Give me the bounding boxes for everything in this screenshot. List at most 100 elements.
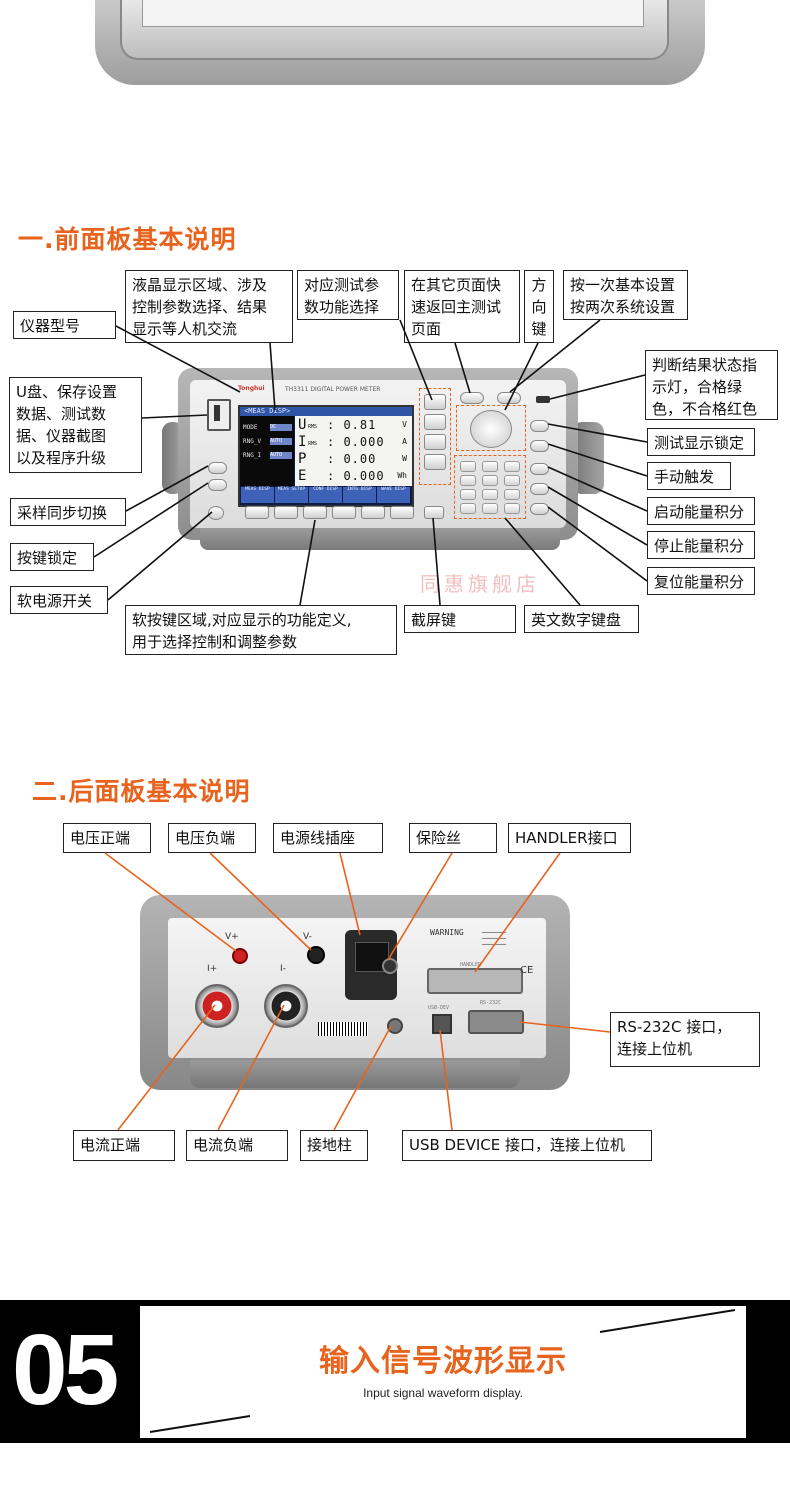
softkey-2[interactable] (274, 506, 298, 519)
callout-key-lock: 按键锁定 (10, 543, 94, 571)
num-key[interactable] (460, 461, 476, 472)
callout-volt-pos: 电压正端 (63, 823, 151, 853)
num-key[interactable] (460, 503, 476, 514)
lcd-row-i: I RMS : 0.000 A (297, 434, 409, 450)
callout-usb-device: USB DEVICE 接口，连接上位机 (402, 1130, 652, 1161)
power-key[interactable] (208, 506, 224, 520)
callout-softkeys: 软按键区域,对应显示的功能定义, 用于选择控制和调整参数 (125, 605, 397, 655)
v-pos-label: V+ (225, 932, 239, 942)
callout-start-integ: 启动能量积分 (647, 497, 755, 525)
callout-judge-led: 判断结果状态指 示灯，合格绿 色，不合格红色 (645, 350, 778, 420)
v-pos-terminal (232, 948, 248, 964)
measure-key-1[interactable] (424, 394, 446, 410)
start-integ-key[interactable] (530, 463, 549, 475)
lcd-symbol: I (298, 434, 307, 450)
callout-model: 仪器型号 (13, 311, 116, 339)
leader-measure (399, 319, 433, 401)
lock-key[interactable] (208, 479, 227, 491)
leader-lock (93, 482, 209, 558)
lcd-row-u: U RMS : 0.81 V (297, 417, 409, 433)
callout-screenshot: 截屏键 (404, 605, 516, 633)
num-key[interactable] (482, 503, 498, 514)
softkey-5[interactable] (361, 506, 385, 519)
callout-trigger: 手动触发 (647, 462, 731, 490)
leader-reset (547, 506, 648, 582)
num-key[interactable] (482, 489, 498, 500)
lcd-header: <MEAS DISP> (240, 407, 412, 416)
callout-sync: 采样同步切换 (10, 498, 126, 526)
reset-integ-key[interactable] (530, 503, 549, 515)
rs232-label: RS-232C (480, 1000, 502, 1006)
lcd-soft-label: WAVE DISP (377, 487, 410, 503)
lcd-row-p: P : 0.00 W (297, 451, 409, 467)
leader-handler (474, 852, 561, 973)
hold-key[interactable] (530, 420, 549, 432)
trigger-key[interactable] (530, 440, 549, 452)
lcd-screen: <MEAS DISP> MODE DC RNG_V AUTO RNG_I AUT… (238, 405, 414, 507)
measure-key-3[interactable] (424, 434, 446, 450)
banner-title: 输入信号波形显示 (319, 1344, 567, 1379)
lcd-left-panel: MODE DC RNG_V AUTO RNG_I AUTO (240, 416, 294, 486)
leader-power (107, 511, 213, 601)
brand-logo: Tonghui (238, 385, 265, 392)
meas-key[interactable] (460, 392, 484, 404)
front-panel-base (200, 528, 560, 550)
callout-handler: HANDLER接口 (508, 823, 631, 853)
measure-keys-box (419, 388, 451, 485)
leader-softkeys (299, 519, 316, 606)
lcd-symbol: U (298, 417, 307, 433)
lcd-value: : 0.000 (327, 435, 385, 449)
lcd-soft-label: CONF DISP (309, 487, 342, 503)
num-key[interactable] (482, 475, 498, 486)
callout-lcd-area: 液晶显示区域、涉及 控制参数选择、结果 显示等人机交流 (125, 270, 293, 343)
measure-key-2[interactable] (424, 414, 446, 430)
keypad-box (454, 455, 526, 519)
callout-power-socket: 电源线插座 (273, 823, 383, 853)
num-key[interactable] (504, 461, 520, 472)
callout-fuse: 保险丝 (409, 823, 497, 853)
leader-stop (547, 486, 648, 546)
softkey-6[interactable] (390, 506, 414, 519)
direction-pad[interactable] (470, 410, 512, 448)
leader-rs232 (519, 1021, 611, 1033)
callout-direction-key: 方 向 键 (524, 270, 554, 343)
callout-ground: 接地柱 (300, 1130, 368, 1161)
num-key[interactable] (504, 503, 520, 514)
v-neg-terminal (307, 946, 325, 964)
callout-reset-integ: 复位能量积分 (647, 567, 755, 595)
ce-mark: CE (520, 965, 534, 976)
sync-key[interactable] (208, 462, 227, 474)
lcd-subscript: RMS (308, 441, 318, 447)
num-key[interactable] (504, 489, 520, 500)
leader-screenshot (432, 517, 441, 606)
num-key[interactable] (504, 475, 520, 486)
banner-number: 05 (12, 1314, 119, 1426)
num-key[interactable] (482, 461, 498, 472)
softkey-1[interactable] (245, 506, 269, 519)
num-key[interactable] (460, 489, 476, 500)
warning-label: WARNING (430, 928, 464, 937)
leader-model (115, 325, 241, 393)
lcd-value: : 0.000 (327, 469, 385, 483)
softkey-3[interactable] (303, 506, 327, 519)
front-panel-title: 一.前面板基本说明 (18, 225, 237, 254)
callout-usb-front: U盘、保存设置 数据、测试数 据、仪器截图 以及程序升级 (9, 377, 142, 473)
callout-setup-key: 按一次基本设置 按两次系统设置 (563, 270, 688, 320)
screenshot-key[interactable] (424, 506, 444, 519)
lcd-subscript: RMS (308, 424, 318, 430)
leader-judge (549, 374, 646, 400)
lcd-side-label: RNG_V (243, 438, 262, 445)
softkey-4[interactable] (332, 506, 356, 519)
lcd-side-label: MODE (243, 424, 258, 431)
leader-start (547, 466, 648, 512)
stop-integ-key[interactable] (530, 483, 549, 495)
lcd-readings: U RMS : 0.81 V I RMS : 0.000 A P : 0.00 … (295, 416, 412, 486)
num-key[interactable] (460, 475, 476, 486)
callout-keypad: 英文数字键盘 (524, 605, 639, 633)
lcd-unit: A (402, 437, 407, 446)
model-header: TH3311 DIGITAL POWER METER (285, 386, 381, 393)
lcd-soft-label: MEAS DISP (241, 487, 274, 503)
measure-key-4[interactable] (424, 454, 446, 470)
callout-hold: 测试显示锁定 (647, 428, 755, 456)
